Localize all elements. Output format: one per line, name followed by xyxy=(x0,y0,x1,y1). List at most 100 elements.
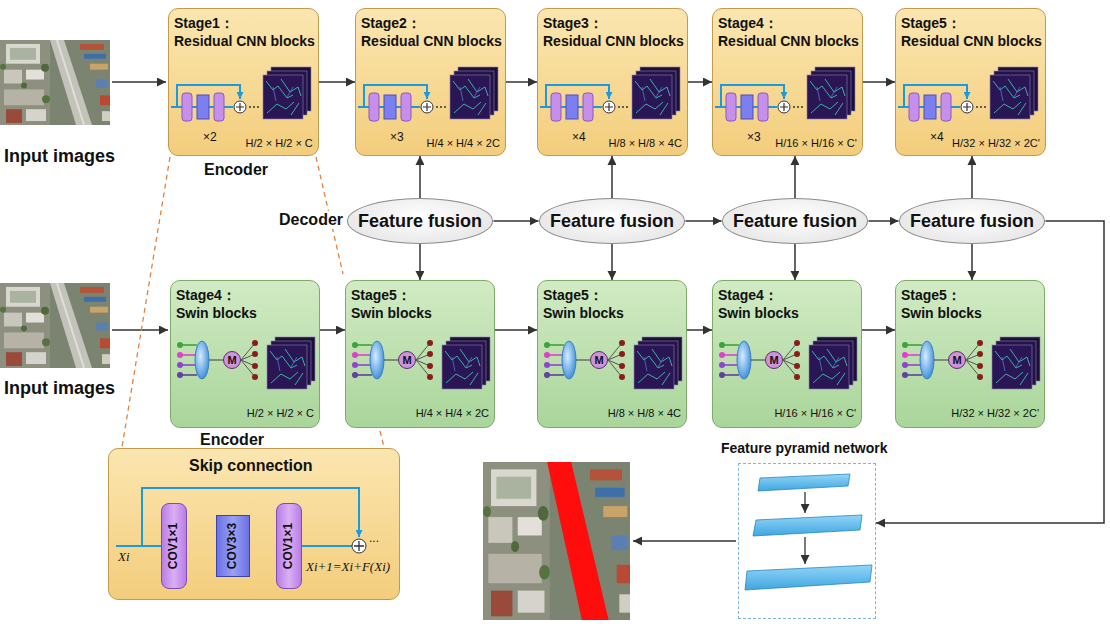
merge-circle: M xyxy=(765,351,783,369)
feature-maps xyxy=(634,337,682,389)
fusion-label: Feature fusion xyxy=(358,211,482,232)
text-slot: Stage4： xyxy=(718,15,778,31)
text-slot: H/2 × H/2 × C xyxy=(247,407,314,420)
feature-size: H/16 × H/16 × C' xyxy=(774,407,856,420)
text-slot: Stage1： xyxy=(174,15,234,31)
text-slot: M xyxy=(952,354,961,367)
encoder-label: Encoder xyxy=(204,161,268,179)
flow-arrow xyxy=(863,81,895,83)
text-slot: Stage4： xyxy=(718,287,778,303)
fpn-heading: Feature pyramid network xyxy=(721,440,888,456)
residual-icon xyxy=(540,85,628,121)
decoder-label: Decoder xyxy=(277,211,345,229)
fusion-ellipse: Feature fusion xyxy=(539,198,686,244)
feature-maps xyxy=(990,67,1038,119)
skip-wiring xyxy=(116,488,366,553)
input-symbol: Xi xyxy=(118,550,130,565)
text-slot: H/8 × H/8 × 4C xyxy=(608,137,681,150)
text-slot: Skip connection xyxy=(189,457,313,475)
text-slot: ×2 xyxy=(203,131,217,145)
feature-size: H/8 × H/8 × 4C xyxy=(608,407,681,420)
text-slot: M xyxy=(769,354,778,367)
fusion-arrow xyxy=(611,156,613,198)
feature-maps xyxy=(807,67,855,119)
text-slot: H/2 × H/2 × C xyxy=(246,137,313,150)
output-arrow xyxy=(633,540,736,542)
cnn-stage-box: Stage2：Residual CNN blocks×3H/4 × H/4 × … xyxy=(355,8,506,156)
stage-subtitle: Residual CNN blocks xyxy=(174,33,315,49)
swin-icon xyxy=(719,340,800,380)
stage-subtitle: Swin blocks xyxy=(718,305,799,321)
text-slot: Feature pyramid network xyxy=(721,440,888,456)
text-slot: H/8 × H/8 × 4C xyxy=(608,407,681,420)
swin-icon xyxy=(352,340,433,380)
conv-block: COV1×1 xyxy=(161,503,187,589)
cnn-stage-box: Stage5：Residual CNN blocks×4H/32 × H/32 … xyxy=(895,8,1046,156)
swin-icon xyxy=(544,340,625,380)
label-slot: Input images xyxy=(4,146,115,167)
text-slot: Feature fusion xyxy=(550,211,674,232)
text-slot: H/4 × H/4 × 2C xyxy=(426,137,499,150)
stage-subtitle: Residual CNN blocks xyxy=(901,33,1042,49)
swin-stage-box: Stage5：Swin blocksH/32 × H/32 × 2C'M xyxy=(895,280,1045,428)
stage-title: Stage2： xyxy=(361,15,421,31)
text-slot: Swin blocks xyxy=(543,305,624,321)
residual-icon xyxy=(898,85,986,121)
continuation-dots: ... xyxy=(369,532,379,546)
stage-title: Stage4： xyxy=(718,15,778,31)
stage-subtitle: Residual CNN blocks xyxy=(718,33,859,49)
feature-maps xyxy=(442,337,490,389)
label-slot: ... xyxy=(369,532,379,546)
merge-symbol: M xyxy=(952,354,961,367)
fusion-label: Feature fusion xyxy=(550,211,674,232)
cnn-stage-box: Stage4：Residual CNN blocks×3H/16 × H/16 … xyxy=(712,8,863,156)
text-slot: Swin blocks xyxy=(176,305,257,321)
flow-arrow xyxy=(319,81,355,83)
stage-title: Stage1： xyxy=(174,15,234,31)
conv-label: COV3×3 xyxy=(226,523,240,569)
feature-maps xyxy=(450,67,498,119)
fpn-box: Feature pyramid network xyxy=(738,463,876,619)
text-slot: COV3×3 xyxy=(226,523,240,569)
feature-maps xyxy=(267,337,315,389)
stage-subtitle: Swin blocks xyxy=(351,305,432,321)
stage-subtitle: Residual CNN blocks xyxy=(543,33,684,49)
text-slot: Stage5： xyxy=(543,287,603,303)
repeat-count: ×3 xyxy=(747,131,761,145)
label-slot: Xi+1=Xi+F(Xi) xyxy=(306,560,390,575)
text-slot: Stage2： xyxy=(361,15,421,31)
text-slot: COV1×1 xyxy=(167,523,181,569)
feature-maps xyxy=(632,67,680,119)
input-arrow xyxy=(112,329,168,331)
flow-arrow xyxy=(495,329,537,331)
text-slot: Residual CNN blocks xyxy=(543,33,684,49)
stage-title: Stage5： xyxy=(543,287,603,303)
merge-circle: M xyxy=(223,351,241,369)
text-slot: ×3 xyxy=(390,131,404,145)
stage-title: Stage5： xyxy=(901,15,961,31)
residual-icon xyxy=(171,85,259,121)
merge-symbol: M xyxy=(594,354,603,367)
text-slot: Swin blocks xyxy=(718,305,799,321)
zoom-leader xyxy=(316,157,343,274)
merge-symbol: M xyxy=(402,354,411,367)
residual-formula: Xi+1=Xi+F(Xi) xyxy=(306,560,390,575)
conv-label: COV1×1 xyxy=(167,523,181,569)
repeat-count: ×3 xyxy=(390,131,404,145)
text-slot: Stage3： xyxy=(543,15,603,31)
swin-stage-box: Stage4： Swin blocksH/16 × H/16 × C' M xyxy=(712,280,862,428)
repeat-count: ×4 xyxy=(572,131,586,145)
merge-symbol: M xyxy=(227,354,236,367)
label-slot: Encoder xyxy=(204,161,268,179)
fusion-arrow xyxy=(794,244,796,280)
feature-size: H/32 × H/32 × 2C' xyxy=(952,137,1040,150)
input-arrow xyxy=(112,81,166,83)
stage-title: Stage4： xyxy=(176,287,236,303)
decoder-arrow xyxy=(493,220,538,222)
flow-arrow xyxy=(506,81,537,83)
feature-size: H/2 × H/2 × C xyxy=(246,137,313,150)
residual-icon xyxy=(358,85,446,121)
conv-label: COV1×1 xyxy=(282,523,296,569)
decoder-arrow xyxy=(685,220,721,222)
text-slot: Residual CNN blocks xyxy=(718,33,859,49)
